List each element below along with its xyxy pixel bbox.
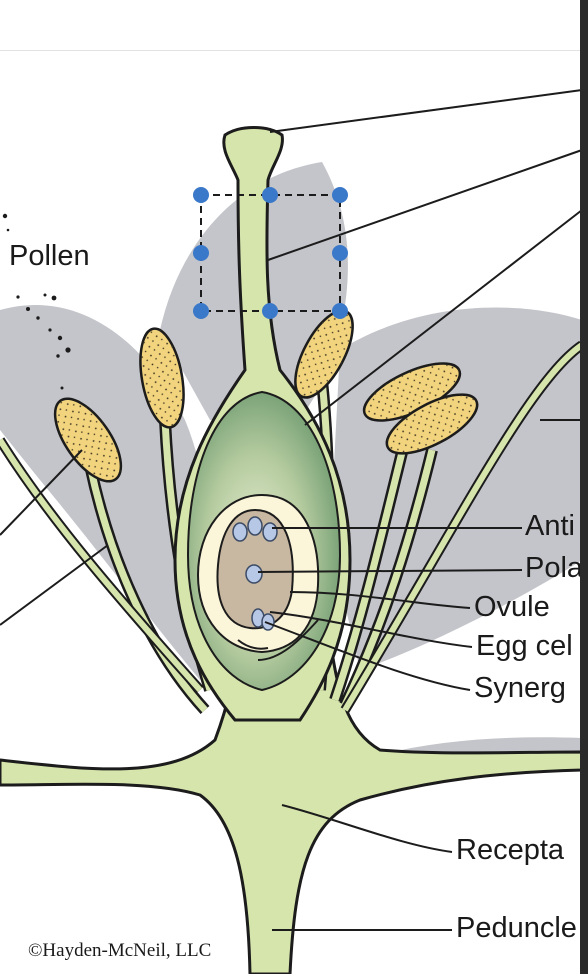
resize-handle <box>193 245 209 261</box>
window-edge <box>580 0 588 974</box>
label-receptacle: Recepta <box>456 834 565 866</box>
pollen-grains <box>2 213 71 390</box>
resize-handle <box>262 303 278 319</box>
label-peduncle: Peduncle <box>456 912 577 944</box>
label-polar: Pola <box>525 552 584 584</box>
antipodal-cells <box>232 516 278 542</box>
leader-lines <box>0 89 583 931</box>
label-synergid: Synerg <box>474 672 566 704</box>
label-pollen: Pollen <box>9 240 90 272</box>
selection-box[interactable] <box>193 187 348 319</box>
label-egg-cell: Egg cel <box>476 630 573 662</box>
polar-nuclei <box>245 564 263 584</box>
resize-handle <box>262 187 278 203</box>
resize-handle <box>332 303 348 319</box>
label-ovule: Ovule <box>474 591 550 623</box>
resize-handle <box>332 245 348 261</box>
egg-and-synergids <box>251 608 275 631</box>
resize-handle <box>332 187 348 203</box>
resize-handle <box>193 303 209 319</box>
resize-handle <box>193 187 209 203</box>
copyright-notice: ©Hayden-McNeil, LLC <box>28 940 212 961</box>
anthers <box>53 309 479 483</box>
label-antipodal: Anti <box>525 510 575 542</box>
top-toolbar-area <box>0 0 588 51</box>
